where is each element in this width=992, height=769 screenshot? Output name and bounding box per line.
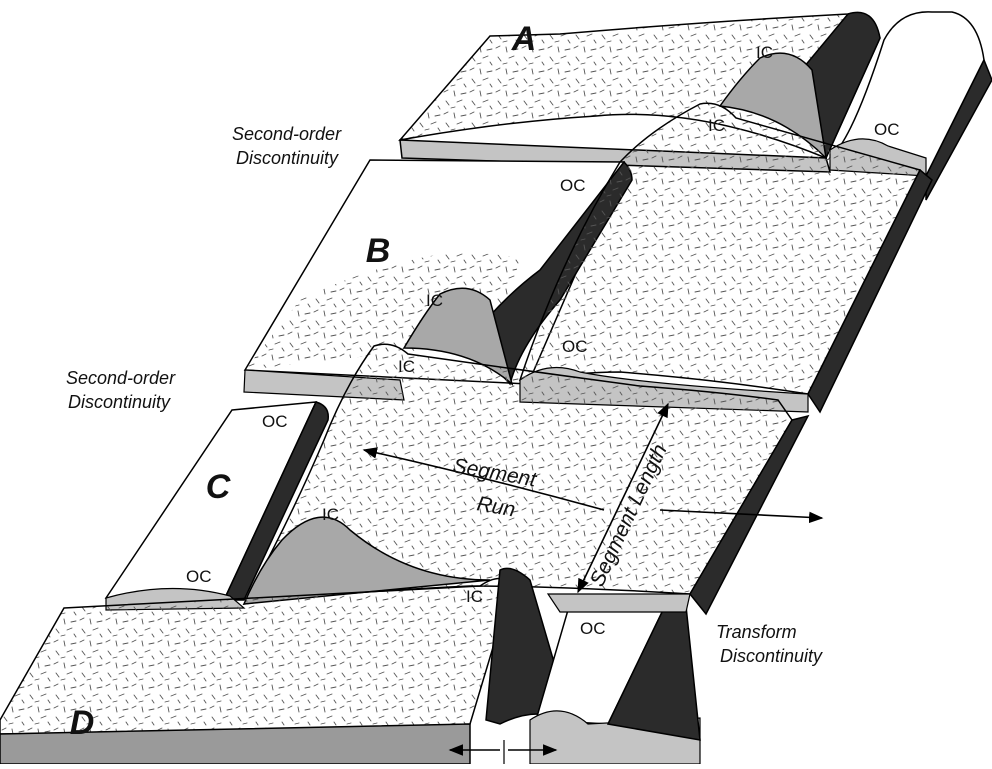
transform-discontinuity-label: Transform Discontinuity — [716, 622, 823, 666]
oc-label-c-bottom: OC — [186, 567, 212, 586]
second-order-1-line2: Discontinuity — [236, 148, 339, 168]
oc-label-b-west: OC — [560, 176, 586, 195]
oc-label-d: OC — [580, 619, 606, 638]
oc-label-c-top: OC — [262, 412, 288, 431]
segment-label-a: A — [511, 20, 537, 58]
ic-label-b-top: IC — [708, 116, 725, 135]
oc-label-b-east: OC — [562, 337, 588, 356]
transform-line2: Discontinuity — [720, 646, 823, 666]
ic-label-d: IC — [466, 587, 483, 606]
oc-label-a: OC — [874, 120, 900, 139]
second-order-2-line2: Discontinuity — [68, 392, 171, 412]
segment-label-b: B — [366, 232, 391, 270]
ic-label-a: IC — [756, 43, 773, 62]
second-order-2-line1: Second-order — [66, 368, 176, 388]
segment-d-block — [0, 568, 700, 764]
second-order-discontinuity-label-2: Second-order Discontinuity — [66, 368, 180, 412]
segment-label-c: C — [206, 468, 231, 506]
ic-label-c: IC — [322, 505, 339, 524]
second-order-discontinuity-label-1: Second-order Discontinuity — [232, 124, 346, 168]
ic-label-b: IC — [426, 291, 443, 310]
ic-label-c-top: IC — [398, 357, 415, 376]
transform-line1: Transform — [716, 622, 797, 642]
second-order-1-line1: Second-order — [232, 124, 342, 144]
segment-label-d: D — [70, 704, 95, 742]
